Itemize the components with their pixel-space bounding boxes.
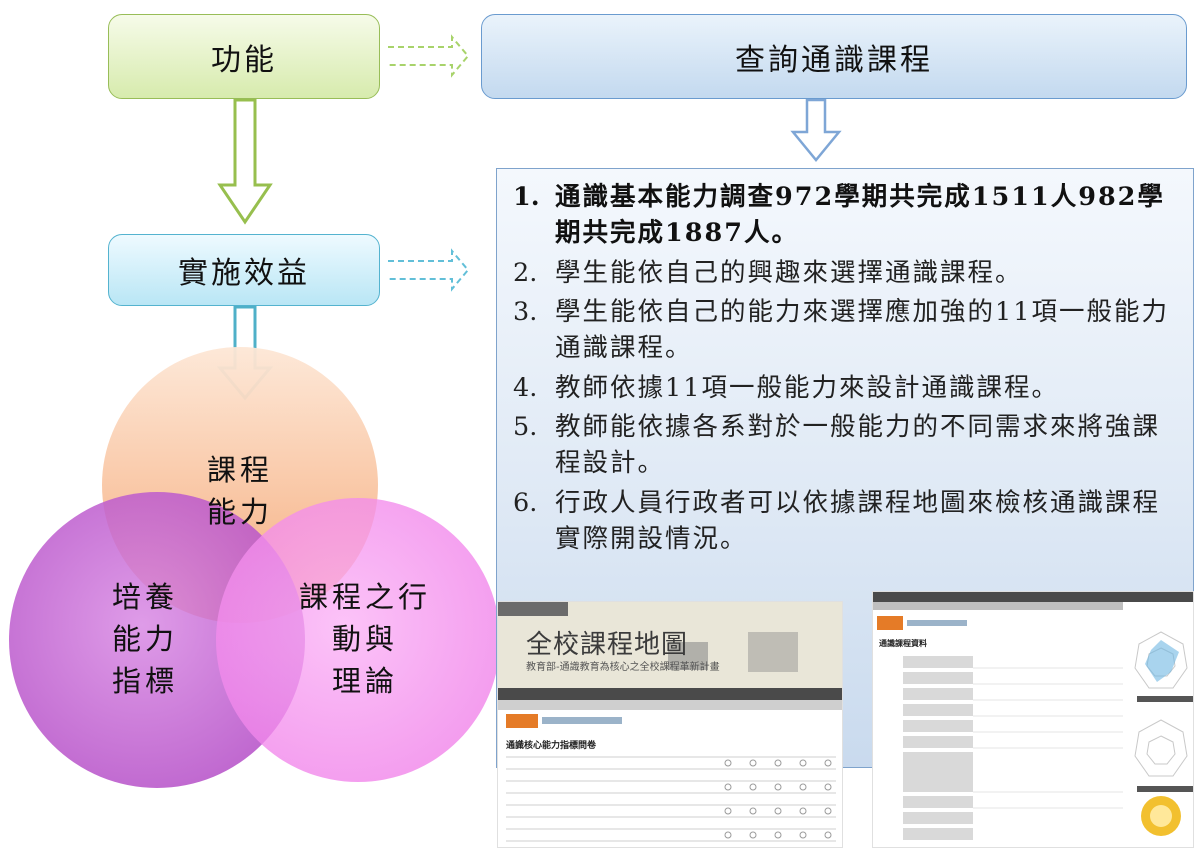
result-num-5: 5.: [513, 412, 538, 442]
result-text-3: 學生能依自己的能力來選擇應加強的11項一般能力通識課程。: [555, 297, 1169, 363]
venn-left-line-2: 能力: [111, 622, 178, 656]
result-num-2: 2.: [513, 258, 538, 288]
screenshot-banner-subtitle: 教育部-通識教育為核心之全校課程革新計畫: [526, 662, 720, 673]
venn-top-line-1: 課程: [206, 453, 273, 487]
screenshot-banner-title: 全校課程地圖: [526, 630, 689, 660]
venn-right-label: 課程之行 動與 理論: [270, 576, 460, 702]
query-label: 查詢通識課程: [735, 42, 933, 78]
venn-left-line-1: 培養: [111, 580, 178, 614]
benefit-box: 實施效益: [108, 234, 380, 306]
result-text-5: 教師能依據各系對於一般能力的不同需求來將強課程設計。: [555, 412, 1161, 478]
function-box: 功能: [108, 14, 380, 99]
result-text-2: 學生能依自己的興趣來選擇通識課程。: [555, 258, 1023, 288]
result-num-6: 6.: [513, 488, 538, 518]
result-num-4: 4.: [513, 373, 538, 403]
dashed-arrow-benefit: [388, 248, 470, 292]
venn-left-line-3: 指標: [111, 664, 178, 698]
screenshot-course-map-graphic: [498, 602, 842, 842]
screenshot-left-section-title: 通識核心能力指標問卷: [506, 741, 597, 751]
result-num-1: 1.: [513, 182, 540, 212]
venn-circle-left: [9, 492, 305, 788]
venn-left-label: 培養 能力 指標: [70, 576, 220, 702]
venn-circle-right: [216, 498, 500, 782]
venn-right-line-1: 課程之行: [298, 580, 431, 614]
venn-top-label: 課程 能力: [180, 449, 300, 533]
function-label: 功能: [211, 42, 277, 78]
query-box: 查詢通識課程: [481, 14, 1187, 99]
venn-right-line-3: 理論: [331, 664, 398, 698]
result-text-6: 行政人員行政者可以依據課程地圖來檢核通識課程實際開設情況。: [555, 488, 1161, 554]
screenshot-course-map: 全校課程地圖 教育部-通識教育為核心之全校課程革新計畫 通識核心能力指標問卷: [497, 601, 843, 848]
venn-right-line-2: 動與: [331, 622, 398, 656]
screenshot-course-detail: 通識課程資料: [872, 591, 1194, 848]
result-text-1: 通識基本能力調查972學期共完成1511人982學期共完成1887人。: [555, 182, 1165, 248]
result-text-4: 教師依據11項一般能力來設計通識課程。: [555, 373, 1059, 403]
screenshot-right-section-title: 通識課程資料: [879, 639, 927, 648]
benefit-label: 實施效益: [178, 256, 310, 291]
arrow-function-to-benefit: [217, 98, 273, 225]
screenshot-course-detail-graphic: [873, 592, 1193, 840]
result-num-3: 3.: [513, 297, 538, 327]
dashed-arrow-function: [388, 34, 470, 78]
arrow-query-to-results: [790, 98, 842, 162]
venn-top-line-2: 能力: [206, 495, 273, 529]
